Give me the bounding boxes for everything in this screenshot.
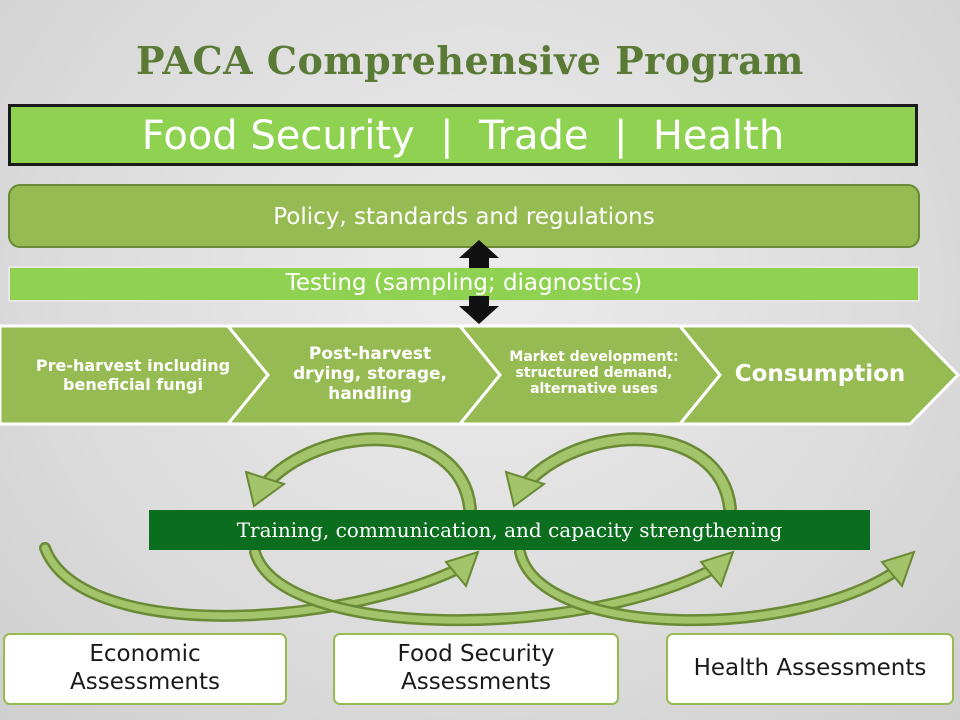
arrowhead-icon — [504, 470, 547, 508]
policy-box: Policy, standards and regulations — [8, 184, 920, 248]
arrowhead-icon — [699, 550, 735, 588]
bidirectional-arrow-icon — [459, 240, 499, 324]
arrowhead-icon — [880, 550, 916, 588]
chevron-consumption — [676, 324, 960, 426]
chevron-label-pre-harvest: Pre-harvest including beneficial fungi — [35, 356, 231, 394]
testing-bar: Testing (sampling; diagnostics) — [8, 266, 920, 302]
diagram-title: PACA Comprehensive Program — [136, 38, 804, 83]
value-chain — [0, 324, 960, 426]
chevron-label-market: Market development: structured demand, a… — [509, 349, 679, 397]
training-bar: Training, communication, and capacity st… — [149, 510, 870, 550]
focus-areas-banner: Food Security | Trade | Health — [8, 104, 918, 166]
chevron-label-consumption: Consumption — [734, 361, 906, 387]
food-security-assessments-box: Food Security Assessments — [333, 633, 619, 705]
arrowhead-icon — [244, 470, 287, 508]
health-assessments-box: Health Assessments — [666, 633, 954, 705]
economic-assessments-box: Economic Assessments — [3, 633, 287, 705]
chevron-label-post-harvest: Post-harvest drying, storage, handling — [292, 344, 448, 404]
arrowhead-icon — [444, 550, 480, 588]
